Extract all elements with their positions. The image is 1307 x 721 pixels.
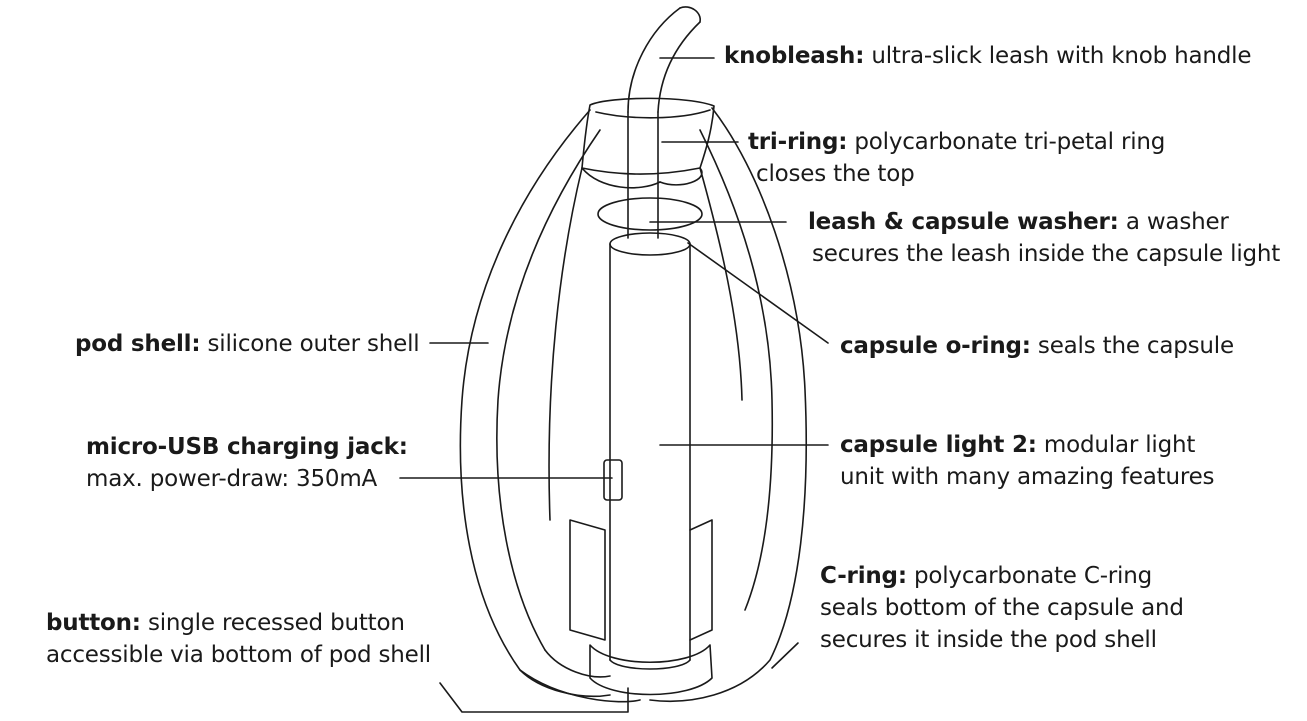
label-text: polycarbonate C-ring xyxy=(913,563,1153,589)
label-usb: micro-USB charging jack: max. power-draw… xyxy=(86,431,408,495)
label-term: leash & capsule washer: xyxy=(808,209,1119,235)
capsule-light-drawing xyxy=(569,111,713,696)
label-pod-shell: pod shell: silicone outer shell xyxy=(75,328,420,360)
label-term: button: xyxy=(46,610,141,636)
leader-o-ring xyxy=(687,242,829,344)
label-text: secures it inside the pod shell xyxy=(820,627,1157,653)
label-o-ring: capsule o-ring: seals the capsule xyxy=(840,330,1234,362)
label-text: seals bottom of the capsule and xyxy=(820,595,1184,621)
label-washer: leash & capsule washer: a washer secures… xyxy=(808,206,1280,270)
label-term: tri-ring: xyxy=(748,129,848,155)
label-c-ring: C-ring: polycarbonate C-ring seals botto… xyxy=(820,560,1184,656)
label-text: accessible via bottom of pod shell xyxy=(46,642,431,668)
label-text: modular light xyxy=(1043,432,1196,458)
knobleash-drawing xyxy=(627,6,701,113)
leader-button xyxy=(439,682,629,713)
label-tri-ring: tri-ring: polycarbonate tri-petal ring c… xyxy=(748,126,1165,190)
label-term: C-ring: xyxy=(820,563,907,589)
tri-ring-drawing xyxy=(581,97,715,189)
label-text: ultra-slick leash with knob handle xyxy=(871,43,1252,69)
label-knobleash: knobleash: ultra-slick leash with knob h… xyxy=(724,40,1251,72)
pod-shell-drawing xyxy=(459,107,808,703)
label-text: closes the top xyxy=(756,161,915,187)
label-term: knobleash: xyxy=(724,43,865,69)
label-text: seals the capsule xyxy=(1037,333,1234,359)
label-term: capsule o-ring: xyxy=(840,333,1031,359)
label-text: unit with many amazing features xyxy=(840,464,1215,490)
label-text: single recessed button xyxy=(147,610,405,636)
label-text: silicone outer shell xyxy=(207,331,420,357)
label-text: a washer xyxy=(1125,209,1229,235)
label-term: pod shell: xyxy=(75,331,201,357)
label-button: button: single recessed button accessibl… xyxy=(46,607,431,671)
leader-c-ring xyxy=(771,642,799,669)
label-term: capsule light 2: xyxy=(840,432,1037,458)
label-text: max. power-draw: 350mA xyxy=(86,466,378,492)
label-text: secures the leash inside the capsule lig… xyxy=(812,241,1281,267)
label-capsule-light: capsule light 2: modular light unit with… xyxy=(840,429,1215,493)
label-text: polycarbonate tri-petal ring xyxy=(854,129,1166,155)
label-term: micro-USB charging jack: xyxy=(86,434,408,460)
